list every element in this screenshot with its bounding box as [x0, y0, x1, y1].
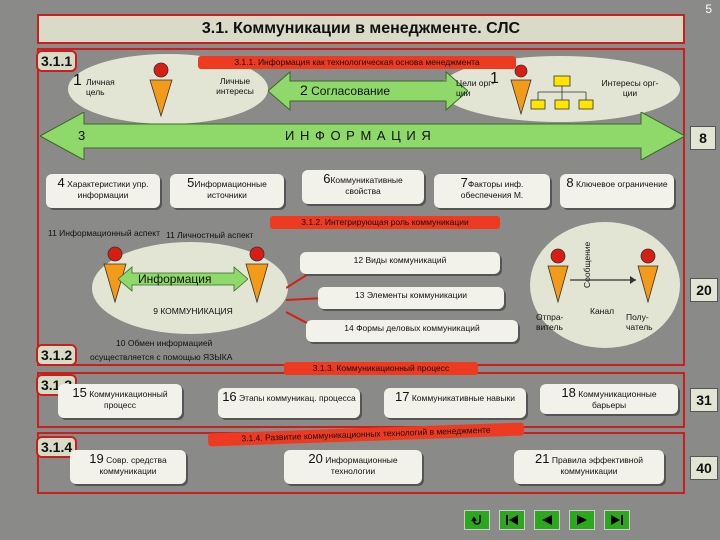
- person-icon-right: [245, 246, 269, 304]
- sender-label: Отпра-витель: [536, 312, 564, 332]
- person-icon-org: [510, 64, 532, 116]
- number-1-left: 1: [73, 72, 82, 89]
- personal-goal: Личная цель: [86, 77, 115, 97]
- box-comm-properties[interactable]: 6Коммуникативные свойства: [302, 170, 424, 204]
- section-tag-312[interactable]: 3.1.2: [36, 344, 78, 366]
- information-word: Информация: [138, 272, 212, 286]
- band-312: 3.1.2. Интегрирующая роль коммуникации: [270, 216, 500, 229]
- box-business-forms[interactable]: 14 Формы деловых коммуникаций: [306, 320, 518, 342]
- box-comm-types[interactable]: 12 Виды коммуникаций: [300, 252, 500, 274]
- next-icon[interactable]: [569, 510, 595, 530]
- box-info-sources[interactable]: 5Информационные источники: [170, 174, 284, 208]
- person-icon-personal: [149, 62, 173, 118]
- box-comm-elements[interactable]: 13 Элементы коммуникации: [318, 287, 504, 309]
- page-title: 3.1. Коммуникации в менеджменте. СЛС: [37, 14, 685, 44]
- first-icon[interactable]: [499, 510, 525, 530]
- info-aspect: 11 Информационный аспект: [48, 228, 160, 238]
- person-icon-left: [103, 246, 127, 304]
- agreement-label: 2 Согласование: [300, 82, 390, 98]
- box-info-tech[interactable]: 20 Информационные технологии: [284, 450, 422, 484]
- info-exchange-arrow: [118, 266, 248, 292]
- side-number-20[interactable]: 20: [690, 278, 718, 302]
- side-number-40[interactable]: 40: [690, 456, 718, 480]
- information-label: И Н Ф О Р М А Ц И Я: [285, 128, 432, 143]
- info-exchange: 10 Обмен информацией: [116, 338, 213, 348]
- via-language: осуществляется с помощью ЯЗЫКА: [90, 352, 233, 362]
- band-311: 3.1.1. Информация как технологическая ос…: [198, 56, 516, 69]
- box-effective-rules[interactable]: 21 Правила эффективной коммуникации: [514, 450, 664, 484]
- return-icon[interactable]: [464, 510, 490, 530]
- box-comm-process[interactable]: 15 Коммуникационный процесс: [58, 384, 182, 418]
- agreement-arrow: [268, 70, 468, 112]
- org-interests: Интересы орг-ции: [601, 78, 659, 98]
- box-comm-skills[interactable]: 17 Коммуникативные навыки: [384, 388, 526, 418]
- box-comm-barriers[interactable]: 18 Коммуникационные барьеры: [540, 384, 678, 414]
- box-key-constraint[interactable]: 8 Ключевое ограничение: [560, 174, 674, 208]
- prev-icon[interactable]: [534, 510, 560, 530]
- channel-label: Канал: [590, 306, 615, 316]
- band-313: 3.1.3. Коммуникационный процесс: [284, 362, 478, 375]
- personal-aspect: 11 Личностный аспект: [166, 230, 254, 240]
- channel-diagram: [547, 248, 659, 304]
- org-chart-icon: [530, 75, 594, 110]
- org-goals: Цели орг-ции: [456, 78, 495, 98]
- side-number-8[interactable]: 8: [690, 126, 716, 150]
- box-info-factors[interactable]: 7Факторы инф. обеспечения М.: [434, 174, 550, 208]
- personal-interests: Личные интересы: [216, 76, 254, 96]
- number-3: 3: [78, 128, 86, 143]
- nav-bar: [464, 510, 630, 530]
- side-number-31[interactable]: 31: [690, 388, 718, 412]
- section-tag-311[interactable]: 3.1.1: [36, 50, 78, 72]
- last-icon[interactable]: [604, 510, 630, 530]
- page-number: 5: [705, 2, 712, 16]
- communication-label: 9 КОММУНИКАЦИЯ: [153, 306, 233, 316]
- section-tag-314[interactable]: 3.1.4: [36, 436, 78, 458]
- information-arrow: [40, 112, 685, 160]
- box-modern-means[interactable]: 19 Совр. средства коммуникации: [70, 450, 186, 484]
- receiver-label: Полу-чатель: [626, 312, 653, 332]
- number-1-right: 1: [490, 70, 499, 87]
- box-process-stages[interactable]: 16 Этапы коммуникац. процесса: [218, 388, 360, 418]
- box-characteristics[interactable]: 4 Характеристики упр. информации: [46, 174, 160, 208]
